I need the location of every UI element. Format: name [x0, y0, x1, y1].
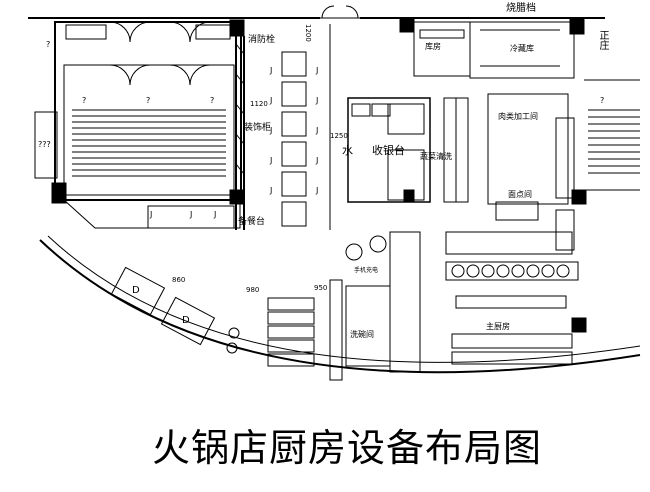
dimension-980: 980 — [246, 286, 260, 294]
chair-letter: J — [316, 66, 319, 75]
dining-table — [281, 171, 307, 197]
chair-letter: J — [316, 96, 319, 105]
warehouse-label: 库房 — [425, 42, 441, 51]
question-mark: ? — [600, 96, 605, 105]
question-mark: ? — [210, 96, 215, 105]
right-stair-steps — [588, 109, 640, 174]
fire-hydrant-label: 消防栓 — [248, 35, 276, 45]
chair-letter: D — [132, 285, 140, 296]
dishwashing-label: 洗碗间 — [350, 330, 374, 339]
chair-letter: J — [214, 210, 217, 219]
dining-table — [267, 311, 315, 325]
stair-steps — [72, 109, 226, 177]
pastry-label: 面点间 — [508, 190, 532, 199]
dimension-1250: 1250 — [330, 132, 348, 140]
main-kitchen-label: 主厨房 — [486, 322, 510, 331]
dining-tables-lower — [267, 297, 315, 367]
question-mark: ? — [82, 96, 87, 105]
unknown-label: ??? — [38, 140, 51, 149]
dimension-860: 860 — [172, 276, 186, 284]
meat-processing-label: 肉类加工间 — [498, 112, 538, 121]
chair-letter: J — [316, 186, 319, 195]
question-mark: ? — [146, 96, 151, 105]
water-bar-label: 水 — [342, 144, 353, 157]
burner — [556, 264, 570, 278]
dining-table — [281, 111, 307, 137]
bbq-stall-label: 烧腊档 — [506, 3, 536, 14]
chair-letter: J — [190, 210, 193, 219]
chair-letter: D — [182, 315, 190, 326]
dining-table — [267, 353, 315, 367]
chair-letter: J — [270, 186, 273, 195]
dining-table — [267, 325, 315, 339]
burner-row — [451, 264, 570, 278]
burner — [466, 264, 480, 278]
chair-letter: J — [270, 66, 273, 75]
cold-storage-label: 冷藏库 — [510, 44, 534, 53]
veg-wash-label: 蔬菜清洗 — [420, 152, 452, 161]
chair-letter: J — [316, 126, 319, 135]
dining-table — [281, 141, 307, 167]
phone-charging-label: 手机充电 — [354, 267, 379, 274]
left-stair-hall — [54, 21, 242, 201]
burner — [511, 264, 525, 278]
question-mark: ? — [46, 40, 51, 49]
dimension-950: 950 — [314, 284, 328, 292]
burner — [541, 264, 555, 278]
chair-letter: J — [316, 156, 319, 165]
corridor-label: 正庄 — [597, 30, 608, 50]
chair-letter: J — [270, 156, 273, 165]
dining-table — [281, 51, 307, 77]
left-door-box — [34, 111, 58, 179]
dining-table — [281, 81, 307, 107]
burner — [526, 264, 540, 278]
cashier-label: 收银台 — [372, 144, 405, 157]
dining-table — [267, 339, 315, 353]
burner — [481, 264, 495, 278]
dining-tables — [281, 51, 307, 227]
burner — [451, 264, 465, 278]
chair-letter: J — [150, 210, 153, 219]
page-title: 火锅店厨房设备布局图 — [152, 426, 543, 470]
burner — [496, 264, 510, 278]
dining-table — [281, 201, 307, 227]
prep-table-label: 备餐台 — [238, 217, 266, 227]
chair-letter: J — [270, 96, 273, 105]
decor-cabinet-label: 装饰柜 — [244, 123, 272, 133]
dining-table — [267, 297, 315, 311]
dimension-1120: 1120 — [250, 100, 268, 108]
dimension-1200: 1200 — [304, 24, 312, 42]
chair-letter: J — [270, 126, 273, 135]
